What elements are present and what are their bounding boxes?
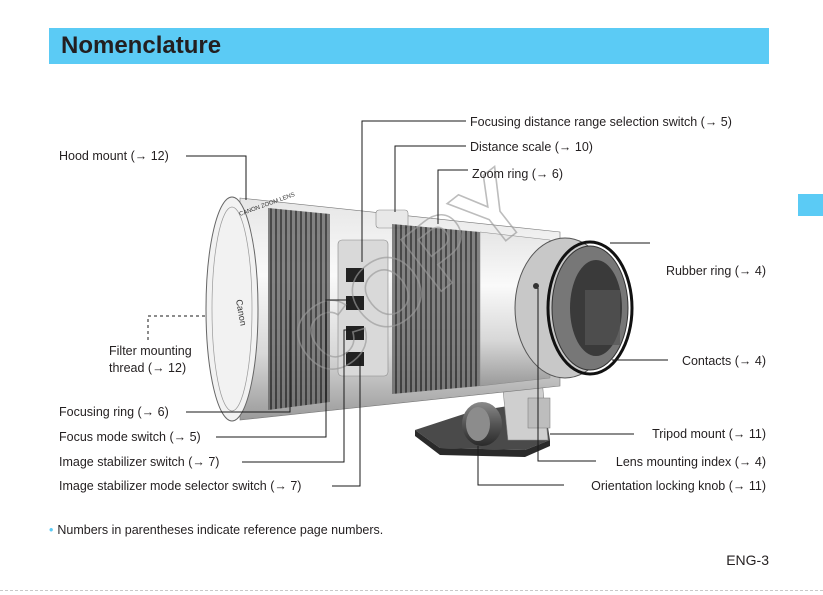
label-distance-scale: Distance scale (→ 10) bbox=[470, 140, 593, 154]
label-focusing-ring: Focusing ring (→ 6) bbox=[59, 405, 169, 419]
label-lens-index: Lens mounting index (→ 4) bbox=[615, 455, 766, 469]
leader-lens-index bbox=[537, 288, 596, 462]
page-title: Nomenclature bbox=[61, 32, 222, 59]
leader-zoom-ring bbox=[437, 169, 468, 224]
leader-filter-thread bbox=[147, 315, 208, 340]
page-number: ENG-3 bbox=[726, 552, 769, 568]
leader-distance-scale bbox=[394, 145, 466, 212]
footnote: •Numbers in parentheses indicate referen… bbox=[49, 523, 383, 537]
label-is-switch: Image stabilizer switch (→ 7) bbox=[59, 455, 220, 469]
label-rubber-ring: Rubber ring (→ 4) bbox=[665, 264, 766, 278]
bullet-icon: • bbox=[49, 523, 54, 537]
label-contacts: Contacts (→ 4) bbox=[681, 354, 766, 368]
label-zoom-ring: Zoom ring (→ 6) bbox=[472, 167, 563, 181]
leader-focusing-distance-switch bbox=[361, 120, 466, 262]
label-filter-thread-line1: Filter mounting bbox=[109, 344, 192, 358]
leader-orientation-knob bbox=[477, 446, 564, 486]
label-filter-thread-line2: thread (→ 12) bbox=[109, 361, 187, 375]
label-focusing-distance-switch: Focusing distance range selection switch… bbox=[470, 115, 732, 129]
leader-is-mode-switch bbox=[332, 358, 361, 487]
orientation-knob bbox=[462, 402, 502, 446]
brand-marking: Canon bbox=[234, 299, 248, 327]
label-focus-mode-switch: Focus mode switch (→ 5) bbox=[59, 430, 201, 444]
leader-lines bbox=[147, 120, 668, 487]
lens-barrel bbox=[205, 196, 634, 422]
footnote-text: Numbers in parentheses indicate referenc… bbox=[57, 523, 384, 537]
leader-focus-mode-switch bbox=[216, 299, 350, 438]
leader-is-switch bbox=[242, 329, 352, 463]
bottom-divider bbox=[0, 590, 823, 591]
label-is-mode-switch: Image stabilizer mode selector switch (→… bbox=[59, 479, 302, 493]
label-hood-mount: Hood mount (→ 12) bbox=[59, 149, 169, 163]
label-orientation-knob: Orientation locking knob (→ 11) bbox=[591, 479, 766, 493]
label-tripod-mount: Tripod mount (→ 11) bbox=[652, 427, 766, 441]
leader-hood-mount bbox=[186, 155, 247, 200]
leader-focusing-ring bbox=[186, 300, 291, 413]
section-tab bbox=[798, 194, 823, 216]
title-bar: Nomenclature bbox=[49, 28, 769, 64]
